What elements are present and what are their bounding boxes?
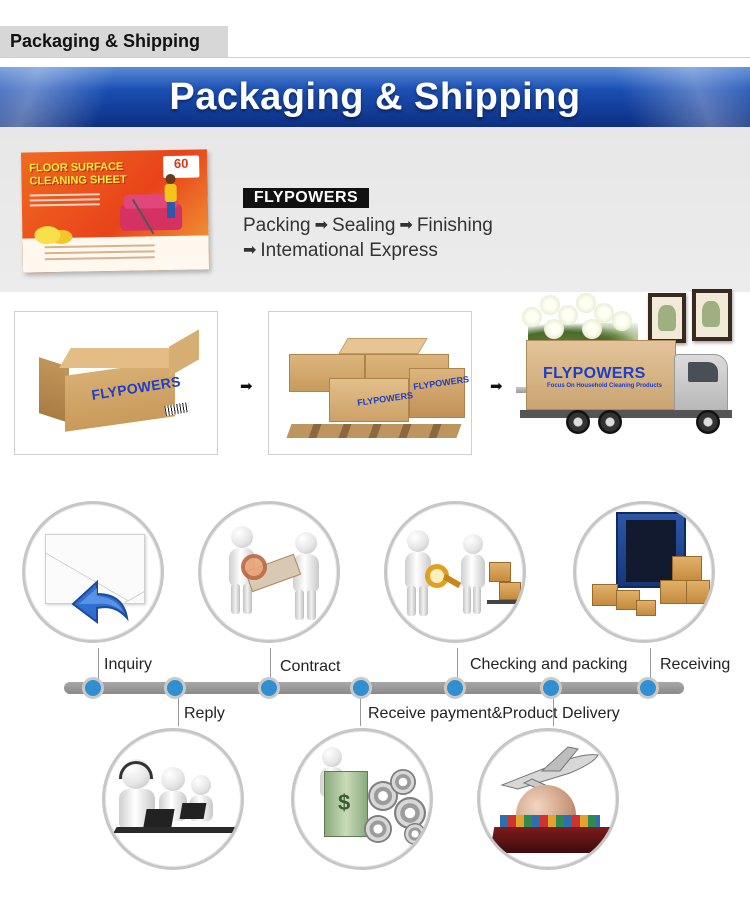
banner-title: Packaging & Shipping: [169, 76, 581, 118]
timeline-label-reply: Reply: [184, 705, 225, 722]
title-banner: Packaging & Shipping: [0, 67, 750, 127]
money-gears-icon: [291, 728, 433, 870]
process-timeline-bar: [64, 682, 684, 694]
timeline-dot-receive-payment: [350, 677, 372, 699]
package-title: FLOOR SURFACE CLEANING SHEET: [29, 160, 127, 188]
delivery-truck-image: FLYPOWERS Focus On Household Cleaning Pr…: [520, 340, 736, 440]
product-strip: FLOOR SURFACE CLEANING SHEET 60: [0, 127, 750, 393]
arrow-right-icon: ➡: [243, 242, 257, 259]
product-package-image: FLOOR SURFACE CLEANING SHEET 60: [20, 149, 210, 273]
timeline-label-delivery: Delivery: [562, 705, 620, 722]
timeline-dot-contract: [258, 677, 280, 699]
container-unload-icon: [573, 501, 715, 643]
brand-name-tag: FLYPOWERS: [243, 188, 369, 208]
timeline-dot-delivery: [540, 677, 562, 699]
timeline-label-inquiry: Inquiry: [104, 656, 153, 673]
handshake-contract-icon: [198, 501, 340, 643]
call-center-icon: [102, 728, 244, 870]
section-header-tab: Packaging & Shipping: [0, 26, 228, 57]
arrow-right-icon: ➡: [314, 217, 329, 234]
arrow-right-icon: ➡: [490, 378, 503, 395]
timeline-dot-reply: [164, 677, 186, 699]
arrow-right-icon: ➡: [240, 378, 253, 395]
timeline-label-checking-packing: Checking and packing: [470, 656, 628, 673]
open-carton-panel: FLYPOWERS: [14, 311, 218, 455]
envelope-reply-icon: [22, 501, 164, 643]
process-steps-line2: ➡Intemational Express: [243, 240, 438, 261]
timeline-dot-checking-packing: [444, 677, 466, 699]
arrow-right-icon: ➡: [399, 217, 413, 234]
magnifier-check-icon: [384, 501, 526, 643]
timeline-label-receive-payment: Receive payment&Product: [368, 705, 558, 722]
pallet-cartons-panel: FLYPOWERS FLYPOWERS: [268, 311, 472, 455]
timeline-dot-inquiry: [82, 677, 104, 699]
plane-ship-icon: [477, 728, 619, 870]
section-header-bar: Packaging & Shipping: [0, 26, 750, 58]
timeline-dot-receiving: [637, 677, 659, 699]
timeline-label-contract: Contract: [280, 658, 341, 675]
timeline-label-receiving: Receiving: [660, 656, 731, 673]
process-steps-line1: Packing➡Sealing➡Finishing: [243, 215, 493, 236]
truck-tagline: Focus On Household Cleaning Products: [547, 383, 663, 389]
truck-logo: FLYPOWERS: [543, 365, 646, 382]
